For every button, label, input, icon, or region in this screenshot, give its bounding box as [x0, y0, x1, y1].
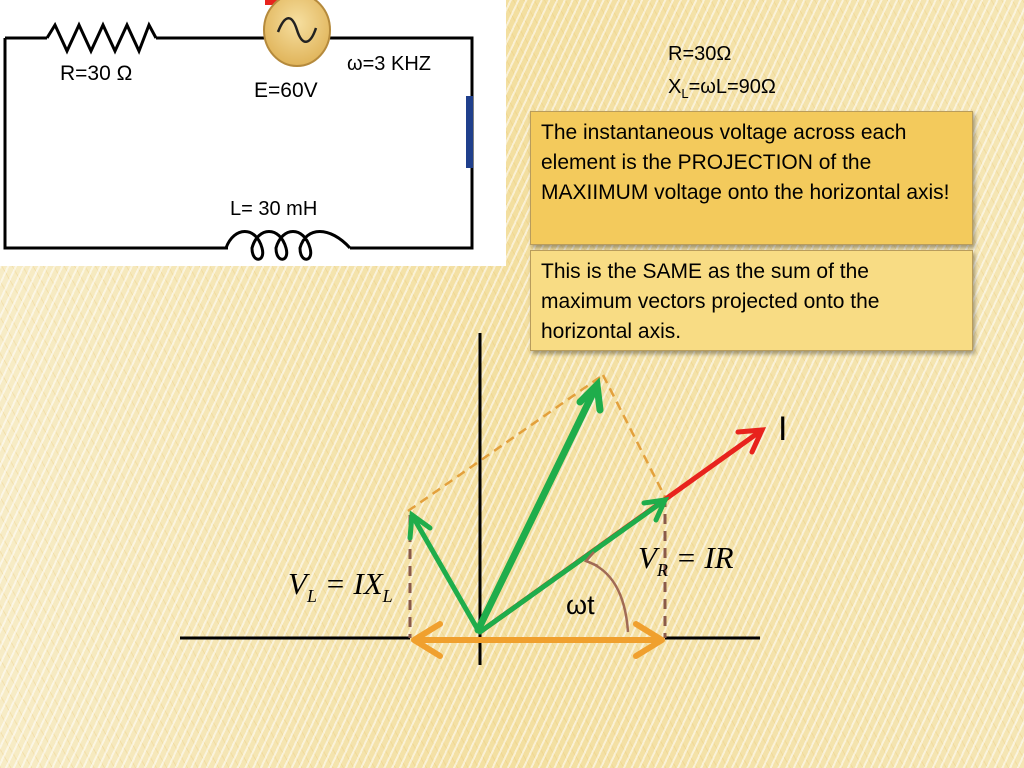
vl-equation: VL = IXL — [288, 566, 393, 606]
resistor-symbol — [45, 21, 158, 55]
param-reactance-value: =ωL=90Ω — [688, 76, 776, 98]
vl-rhs-subscript: L — [382, 586, 393, 606]
inductor-symbol — [224, 230, 352, 261]
vr-phasor — [477, 496, 670, 635]
ac-source-symbol — [263, 0, 331, 67]
projection-arrow — [411, 621, 665, 659]
resultant-phasor — [474, 377, 604, 634]
param-reactance-subscript: L — [681, 86, 689, 101]
source-label: E=60V — [254, 79, 318, 102]
current-label: I — [778, 410, 788, 448]
vl-rhs: = IX — [316, 566, 383, 601]
vl-subscript: L — [306, 586, 317, 606]
vl-phasor — [407, 510, 481, 633]
vr-rhs: = IR — [667, 540, 734, 575]
param-resistance: R=30Ω — [668, 43, 732, 65]
frequency-label: ω=3 KHZ — [347, 53, 431, 75]
param-reactance-symbol: X — [668, 76, 682, 98]
circuit-panel — [0, 0, 506, 266]
resistor-label: R=30 Ω — [60, 62, 133, 85]
vr-symbol: V — [638, 540, 657, 575]
vr-equation: VR = IR — [638, 540, 734, 580]
parallelogram-guides — [407, 373, 667, 513]
vr-subscript: R — [656, 560, 668, 580]
phasor-axes — [180, 333, 760, 665]
angle-arc-head — [583, 551, 599, 568]
circuit-wires — [3, 36, 474, 250]
projection-note: The instantaneous voltage across each el… — [530, 111, 973, 245]
inductor-label: L= 30 mH — [230, 198, 318, 220]
angle-label: ωt — [566, 590, 595, 620]
vl-symbol: V — [288, 566, 307, 601]
capacitor-plate — [466, 96, 473, 168]
param-reactance: XL=ωL=90Ω — [668, 76, 776, 101]
sum-note: This is the SAME as the sum of the maxim… — [530, 250, 973, 351]
